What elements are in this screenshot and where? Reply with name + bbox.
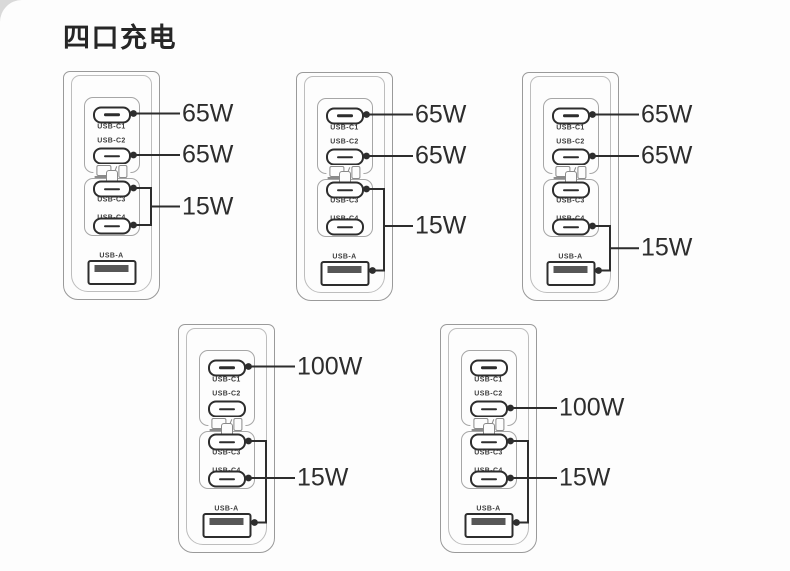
- usb-c1-port: [469, 359, 508, 376]
- watt-label: 15W: [182, 192, 234, 220]
- usb-a-port: [546, 261, 595, 286]
- usb-c1-port: [325, 107, 364, 124]
- usb-c3-port: [325, 181, 364, 199]
- port-label: USB-A: [99, 252, 124, 260]
- watt-label: 65W: [182, 140, 234, 169]
- watt-label: 65W: [641, 100, 693, 128]
- port-label: USB-C2: [212, 390, 241, 397]
- usb-c4-port: [469, 470, 508, 488]
- charger-body: USB-C1 USB-C2 USB-C3 USB-C4 USB-A: [178, 324, 275, 553]
- phone-icon: [233, 417, 243, 431]
- usb-c3-port: [551, 181, 590, 199]
- watt-label: 65W: [415, 100, 467, 128]
- usb-c3-port: [469, 433, 508, 451]
- usb-a-port: [320, 261, 369, 286]
- usb-c2-port: [551, 148, 590, 166]
- port-label: USB-A: [332, 253, 357, 261]
- charger-bottom-right: USB-C1 USB-C2 USB-C3 USB-C4 USB-A 100W 15…: [440, 324, 624, 553]
- phone-icon: [495, 417, 505, 431]
- port-label: USB-A: [476, 505, 501, 513]
- charger-top-left: USB-C1 USB-C2 USB-C3 USB-C4 USB-A 65W 65W…: [63, 71, 233, 300]
- usb-c1-port: [92, 106, 131, 123]
- charger-body: USB-C1 USB-C2 USB-C3 USB-C4 USB-A: [63, 71, 160, 300]
- port-label: USB-C2: [474, 390, 503, 397]
- port-label: USB-C1: [97, 123, 126, 130]
- usb-c2-port: [92, 147, 131, 165]
- port-label: USB-C3: [212, 449, 241, 457]
- usb-a-port: [202, 513, 251, 538]
- port-label: USB-C1: [474, 376, 503, 383]
- charger-face-plate: [186, 328, 267, 545]
- charger-bottom-left: USB-C1 USB-C2 USB-C3 USB-C4 USB-A 100W 15…: [178, 324, 362, 553]
- port-label: USB-A: [558, 253, 583, 261]
- port-label: USB-A: [214, 505, 239, 513]
- watt-label: 15W: [415, 211, 467, 240]
- phone-icon: [118, 164, 128, 178]
- usb-c1-port: [551, 107, 590, 124]
- port-label: USB-C1: [556, 124, 585, 131]
- port-label: USB-C2: [330, 138, 359, 145]
- watt-label: 15W: [297, 463, 349, 492]
- port-label: USB-C2: [556, 138, 585, 145]
- port-label: USB-C3: [556, 197, 585, 205]
- usb-c2-port: [325, 148, 364, 166]
- charger-top-middle: USB-C1 USB-C2 USB-C3 USB-C4 USB-A 65W 65W…: [296, 72, 466, 301]
- watt-label: 65W: [641, 141, 693, 170]
- usb-c4-port: [207, 470, 246, 488]
- charger-body: USB-C1 USB-C2 USB-C3 USB-C4 USB-A: [440, 324, 537, 553]
- charger-top-right: USB-C1 USB-C2 USB-C3 USB-C4 USB-A 65W 65W…: [522, 72, 692, 301]
- charger-face-plate: [530, 76, 611, 293]
- usb-a-port: [464, 513, 513, 538]
- port-label: USB-C1: [330, 124, 359, 131]
- charger-face-plate: [71, 75, 152, 292]
- phone-icon: [577, 165, 587, 179]
- usb-c4-port: [92, 217, 131, 235]
- usb-c4-port: [325, 218, 364, 236]
- charger-body: USB-C1 USB-C2 USB-C3 USB-C4 USB-A: [522, 72, 619, 301]
- usb-c2-port: [207, 400, 246, 418]
- charger-face-plate: [448, 328, 529, 545]
- port-label: USB-C1: [212, 376, 241, 383]
- charger-body: USB-C1 USB-C2 USB-C3 USB-C4 USB-A: [296, 72, 393, 301]
- watt-label: 65W: [415, 141, 467, 170]
- usb-c3-port: [92, 180, 131, 198]
- watt-label: 15W: [559, 463, 611, 492]
- watt-label: 100W: [297, 352, 363, 380]
- charger-face-plate: [304, 76, 385, 293]
- phone-icon: [351, 165, 361, 179]
- usb-c1-port: [207, 359, 246, 376]
- usb-c3-port: [207, 433, 246, 451]
- watt-label: 15W: [641, 233, 693, 262]
- usb-c2-port: [469, 400, 508, 418]
- port-label: USB-C3: [330, 197, 359, 205]
- page-title: 四口充电: [63, 23, 177, 53]
- port-label: USB-C3: [474, 449, 503, 457]
- port-label: USB-C3: [97, 196, 126, 204]
- watt-label: 100W: [559, 393, 625, 422]
- usb-c4-port: [551, 218, 590, 236]
- port-label: USB-C2: [97, 137, 126, 144]
- usb-a-port: [87, 260, 136, 285]
- watt-label: 65W: [182, 99, 234, 127]
